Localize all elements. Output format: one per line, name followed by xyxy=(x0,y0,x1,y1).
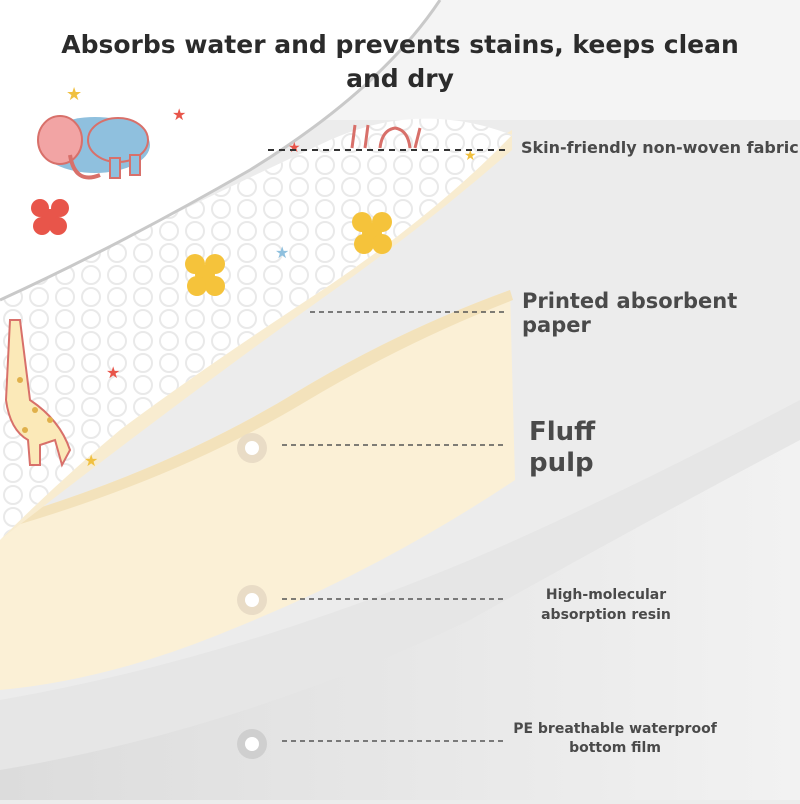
fluff-pulp-edge xyxy=(0,290,513,530)
label-line: High-molecular xyxy=(545,587,667,603)
star-icon: ★ xyxy=(172,105,186,124)
label-line: pulp xyxy=(529,448,594,478)
star-icon: ★ xyxy=(66,84,82,105)
yellow-flower-icon xyxy=(352,212,392,254)
layer-marker-icon xyxy=(237,729,267,759)
label-absorption-resin: High-molecular absorption resin xyxy=(526,585,686,625)
label-absorbent-paper: Printed absorbent paper xyxy=(522,289,737,337)
star-icon: ★ xyxy=(106,363,120,382)
top-printed-sheet xyxy=(0,0,440,300)
label-fluff-pulp: Fluff pulp xyxy=(529,417,595,479)
red-flower-icon xyxy=(31,199,69,235)
yellow-flower-icon xyxy=(185,254,225,296)
star-icon: ★ xyxy=(464,148,477,164)
star-icon: ★ xyxy=(288,140,301,156)
star-icon: ★ xyxy=(84,451,98,470)
layer-marker-icon xyxy=(237,433,267,463)
label-non-woven-fabric: Skin-friendly non-woven fabric xyxy=(521,138,799,157)
label-line: paper xyxy=(522,313,591,337)
star-icon: ★ xyxy=(275,243,289,262)
fluff-pulp-layer xyxy=(0,290,515,690)
giraffe-legs-print xyxy=(350,124,422,149)
headline: Absorbs water and prevents stains, keeps… xyxy=(61,30,739,93)
label-bottom-film: PE breathable waterproof bottom film xyxy=(505,720,725,758)
elephant-icon xyxy=(37,115,150,180)
label-line: PE breathable waterproof xyxy=(513,721,717,737)
label-line: absorption resin xyxy=(541,607,671,623)
resin-layer xyxy=(0,400,800,770)
label-line: bottom film xyxy=(569,740,661,756)
layer-marker-icon xyxy=(237,585,267,615)
top-sheet-edge xyxy=(0,0,442,302)
giraffe-icon xyxy=(4,319,72,468)
label-line: Fluff xyxy=(529,417,596,447)
label-line: Skin-friendly non-woven fabric xyxy=(521,138,799,157)
label-line: Printed absorbent xyxy=(522,289,738,313)
pe-film-layer xyxy=(0,430,800,800)
